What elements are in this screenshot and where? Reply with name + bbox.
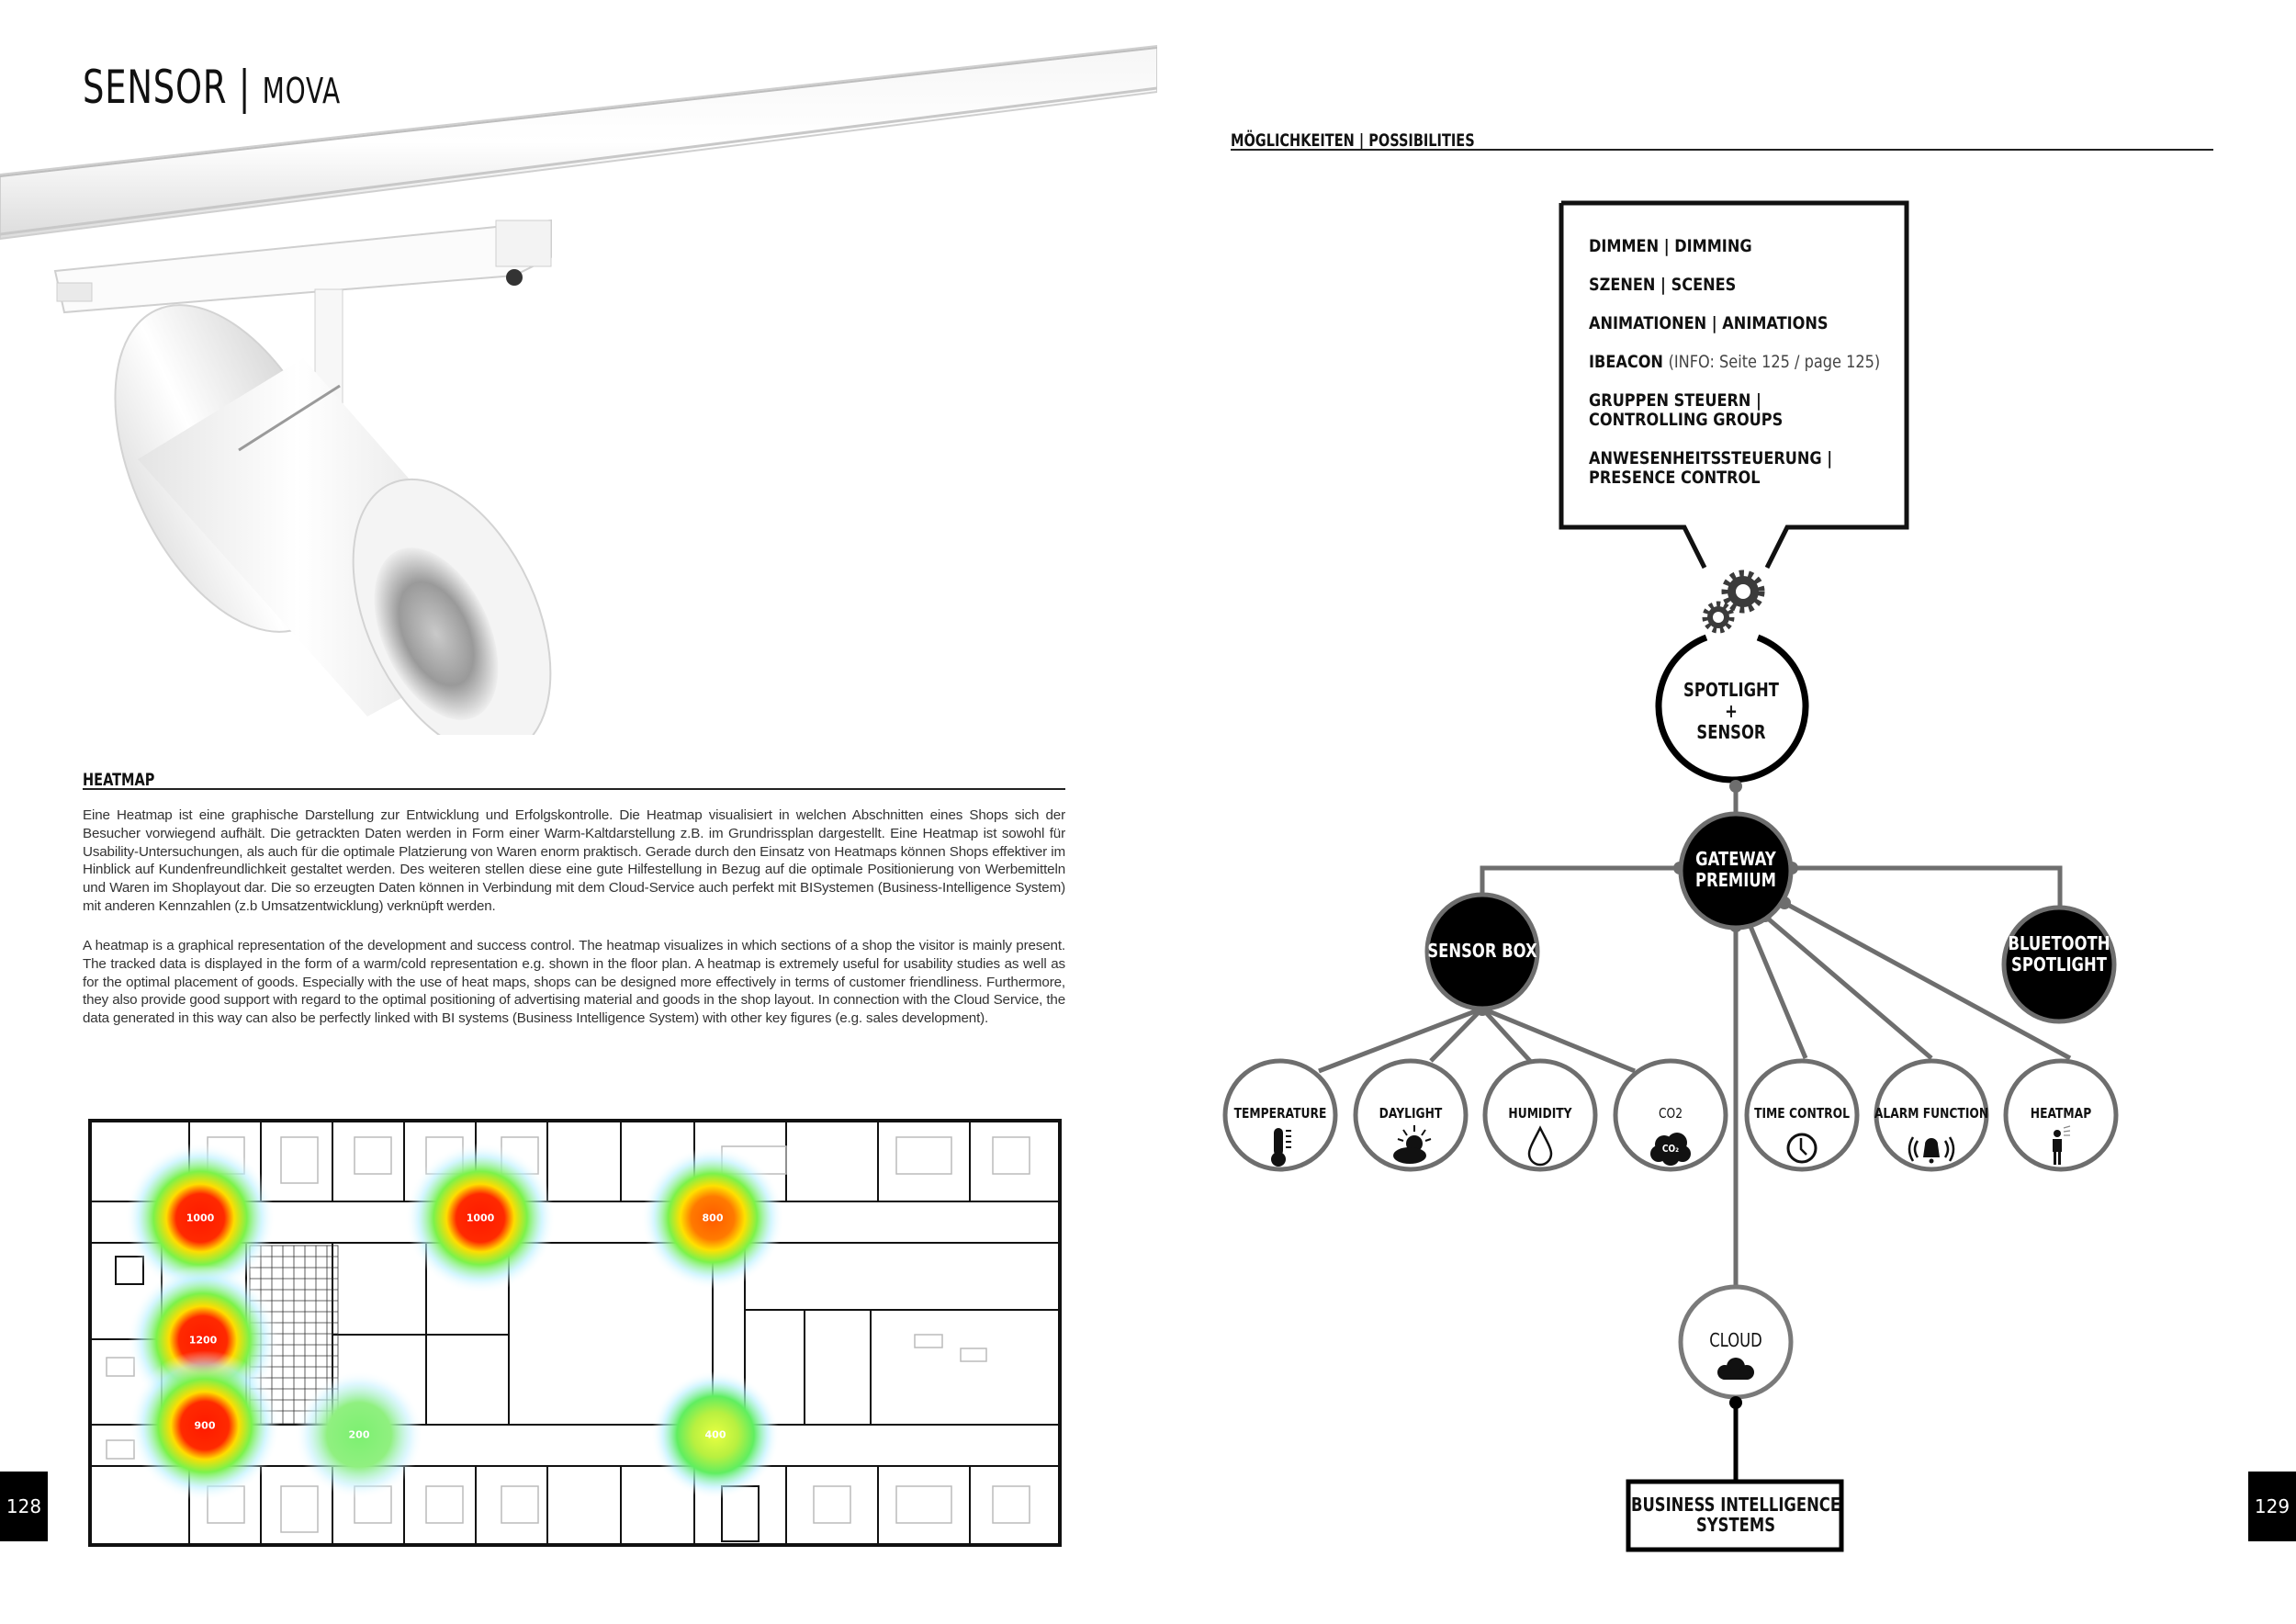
- sensor-box-node: [1424, 892, 1540, 1011]
- co2-label: CO2: [1658, 1105, 1683, 1122]
- possibility-item: DIMMEN | DIMMING: [1589, 236, 1752, 256]
- bi-label-line1: BUSINESS INTELLIGENCE: [1630, 1494, 1841, 1516]
- heat-spot: [295, 1370, 423, 1499]
- gateway-node: [1678, 811, 1794, 930]
- heatmap-heading: HEATMAP: [83, 770, 155, 790]
- time-control-label: TIME CONTROL: [1754, 1105, 1850, 1122]
- possibility-item: GRUPPEN STEUERN | CONTROLLING GROUPS: [1589, 391, 1783, 430]
- bluetooth-label-line2: SPOTLIGHT: [2011, 953, 2107, 976]
- heat-spot: [651, 1370, 780, 1499]
- heat-spot-value: 1000: [466, 1212, 495, 1224]
- heat-spot: [125, 1143, 276, 1293]
- divider: [83, 788, 1065, 790]
- person-signal-icon: [2053, 1125, 2071, 1165]
- cloud-icon: [1717, 1358, 1754, 1380]
- page-title: SENSOR | MOVA: [83, 61, 341, 114]
- possibility-item-line2: PRESENCE CONTROL: [1589, 468, 1761, 488]
- heat-spot-value: 200: [348, 1428, 370, 1441]
- sun-cloud-icon: [1393, 1125, 1432, 1164]
- bluetooth-label-line1: BLUETOOTH: [2008, 932, 2110, 954]
- humidity-drop-icon: [1527, 1125, 1553, 1167]
- title-sub: MOVA: [262, 71, 341, 111]
- alarm-function-label: ALARM FUNCTION: [1874, 1105, 1989, 1122]
- heatmap-paragraph-de: Eine Heatmap ist eine graphische Darstel…: [83, 807, 1065, 914]
- heatmap-paragraph-en: A heatmap is a graphical representation …: [83, 938, 1065, 1027]
- bi-label-line2: SYSTEMS: [1695, 1514, 1776, 1536]
- possibility-item-line1: ANWESENHEITSSTEUERUNG |: [1589, 448, 1833, 468]
- temperature-label: TEMPERATURE: [1233, 1105, 1327, 1122]
- bluetooth-spotlight-node: [2001, 905, 2117, 1024]
- page-number-right: 129: [2248, 1472, 2296, 1541]
- heatmap-floorplan: 1000 1000 800 1200 900 200 400: [88, 1119, 1062, 1547]
- sensor-box-label: SENSOR BOX: [1427, 940, 1537, 962]
- spotlight-label-plus: +: [1725, 700, 1738, 722]
- possibilities-heading: MÖGLICHKEITEN | POSSIBILITIES: [1231, 130, 1475, 151]
- bluetooth-spotlight-label: BLUETOOTH SPOTLIGHT: [2009, 933, 2110, 976]
- heat-spot-value: 400: [704, 1428, 726, 1441]
- bi-systems-box: BUSINESS INTELLIGENCE SYSTEMS: [1631, 1494, 1840, 1535]
- title-main: SENSOR |: [83, 61, 252, 114]
- possibility-item-bold: IBEACON: [1589, 352, 1663, 372]
- floorplan-drawing: [88, 1119, 1062, 1547]
- possibility-item-line2: CONTROLLING GROUPS: [1589, 410, 1784, 430]
- possibility-item-note: (INFO: Seite 125 / page 125): [1668, 352, 1881, 372]
- co2-icon-text: CO₂: [1661, 1143, 1680, 1155]
- heat-spot-value: 1200: [188, 1334, 218, 1347]
- possibility-item-line1: GRUPPEN STEUERN |: [1589, 390, 1761, 411]
- spotlight-sensor-node: SPOTLIGHT + SENSOR: [1683, 680, 1779, 743]
- heatmap-node-label: HEATMAP: [2030, 1105, 2092, 1122]
- alarm-bell-icon: [1908, 1136, 1955, 1164]
- clock-icon: [1786, 1133, 1818, 1164]
- gateway-label-line1: GATEWAY: [1695, 848, 1776, 870]
- product-image: [0, 44, 1157, 735]
- thermometer-icon: [1271, 1128, 1291, 1167]
- gateway-label-line2: PREMIUM: [1695, 869, 1776, 891]
- heat-spot: [405, 1143, 556, 1293]
- spotlight-label-line2: SENSOR: [1696, 721, 1766, 743]
- spotlight-label-line1: SPOTLIGHT: [1683, 679, 1779, 701]
- possibility-item: SZENEN | SCENES: [1589, 275, 1737, 295]
- possibility-item: ANIMATIONEN | ANIMATIONS: [1589, 313, 1829, 333]
- co2-cloud-icon: [1650, 1133, 1691, 1166]
- heat-spot-value: 900: [194, 1419, 216, 1432]
- daylight-label: DAYLIGHT: [1379, 1105, 1443, 1122]
- humidity-label: HUMIDITY: [1508, 1105, 1572, 1122]
- heat-spot-value: 800: [702, 1212, 724, 1224]
- page-number-left: 128: [0, 1472, 48, 1541]
- possibility-item: IBEACON (INFO: Seite 125 / page 125): [1589, 353, 1880, 372]
- possibility-item: ANWESENHEITSSTEUERUNG | PRESENCE CONTROL: [1589, 449, 1832, 488]
- heat-spot: [641, 1146, 784, 1290]
- heat-spot: [129, 1350, 280, 1501]
- divider: [1231, 149, 2213, 151]
- cloud-label: CLOUD: [1709, 1329, 1762, 1351]
- heat-spot-value: 1000: [186, 1212, 215, 1224]
- gateway-label: GATEWAY PREMIUM: [1695, 849, 1776, 891]
